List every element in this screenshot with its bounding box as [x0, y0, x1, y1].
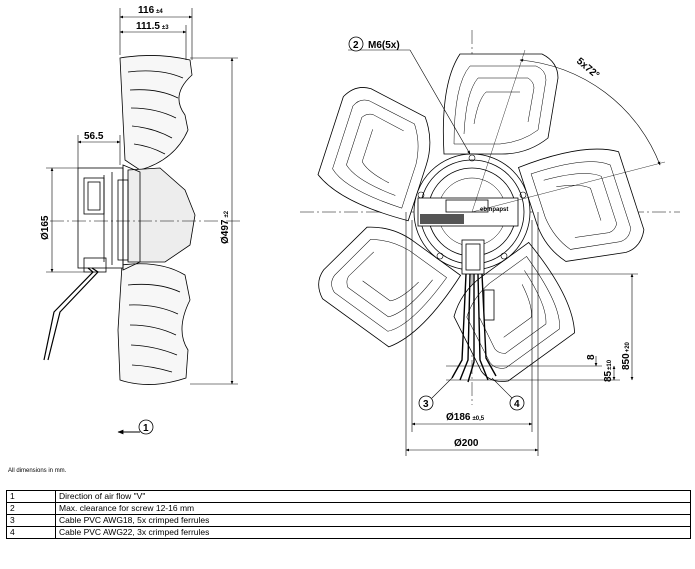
svg-text:1: 1 [143, 423, 149, 434]
callout-2: 2 [348, 36, 364, 52]
front-view [300, 30, 680, 405]
svg-text:2: 2 [353, 40, 359, 51]
legend-row: 1 Direction of air flow "V" [6, 490, 691, 503]
units-note: All dimensions in mm. [8, 468, 67, 474]
dim-dia-200: Ø200 [454, 438, 479, 449]
legend-text: Max. clearance for screw 12-16 mm [55, 502, 691, 515]
legend-number: 2 [6, 502, 56, 515]
legend-text: Cable PVC AWG22, 3x crimped ferrules [55, 526, 691, 539]
brand-label: ebmpapst [480, 207, 508, 213]
dim-111-5: 111.5±3 [136, 21, 169, 32]
dim-116: 116±4 [138, 5, 163, 16]
dim-850: 850+20 [621, 341, 632, 370]
legend-number: 4 [6, 526, 56, 539]
dim-85: 85±10 [603, 359, 614, 382]
svg-text:4: 4 [514, 399, 520, 410]
dim-8: 8 [586, 354, 597, 360]
legend-table: 1 Direction of air flow "V" 2 Max. clear… [6, 490, 691, 539]
legend-row: 3 Cable PVC AWG18, 5x crimped ferrules [6, 514, 691, 527]
side-view-dimensions [46, 8, 238, 435]
legend-text: Cable PVC AWG18, 5x crimped ferrules [55, 514, 691, 527]
legend-row: 4 Cable PVC AWG22, 3x crimped ferrules [6, 526, 691, 539]
dim-angle-5x72: 5x72° [574, 56, 601, 81]
legend-row: 2 Max. clearance for screw 12-16 mm [6, 502, 691, 515]
legend-text: Direction of air flow "V" [55, 490, 691, 503]
technical-drawing: 116±4 111.5±3 56.5 Ø165 Ø497±2 1 [40, 5, 680, 456]
front-view-dimensions [348, 49, 666, 456]
callout-1: 1 [138, 419, 154, 435]
legend-number: 3 [6, 514, 56, 527]
dim-dia-497: Ø497±2 [220, 210, 231, 244]
dim-dia-165: Ø165 [40, 215, 51, 240]
dim-dia-186: Ø186±0,5 [446, 412, 485, 423]
callout-3: 3 [418, 395, 434, 411]
svg-text:3: 3 [423, 399, 429, 410]
dim-56-5: 56.5 [84, 131, 104, 142]
legend-number: 1 [6, 490, 56, 503]
dim-thread-m6: M6(5x) [368, 40, 400, 51]
callout-4: 4 [509, 395, 525, 411]
side-view [43, 55, 240, 385]
